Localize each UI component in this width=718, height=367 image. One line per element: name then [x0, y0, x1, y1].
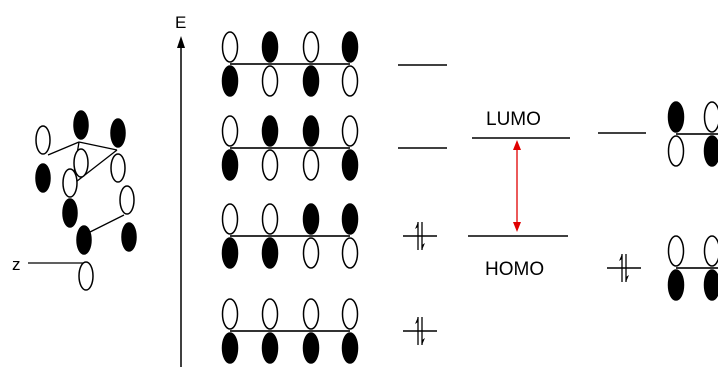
orbital-lobe-top — [341, 298, 359, 330]
gap-arrowhead-down — [513, 222, 521, 232]
spin-down-arrowhead — [626, 275, 629, 282]
butadiene-p-orbital-sketch — [28, 110, 137, 291]
sigma-bond — [78, 141, 118, 151]
p-orbital-lobe — [78, 261, 94, 291]
orbital-lobe-bottom — [341, 237, 359, 269]
orbital-lobe-top — [221, 115, 239, 147]
spin-up-arrowhead — [619, 254, 622, 261]
orbital-lobe-top — [302, 203, 320, 235]
orbital-lobe-bottom — [221, 237, 239, 269]
orbital-lobe-bottom — [221, 65, 239, 97]
orbital-lobe-bottom — [221, 332, 239, 364]
homo-lobe-top — [667, 235, 685, 267]
orbital-lobe-top — [261, 31, 279, 63]
electron-pair — [607, 254, 641, 282]
p-orbital-lobe — [73, 110, 89, 140]
orbital-lobe-top — [261, 115, 279, 147]
spin-up-arrowhead — [415, 222, 418, 229]
orbital-lobe-bottom — [261, 149, 279, 181]
lumo-lobe-bottom — [703, 135, 718, 167]
spin-up-arrowhead — [415, 317, 418, 324]
homo-lobe-top — [703, 235, 718, 267]
lumo-label: LUMO — [486, 109, 541, 130]
orbital-lobe-bottom — [341, 65, 359, 97]
homo-lobe-bottom — [703, 269, 718, 301]
energy-axis-arrowhead — [177, 36, 185, 48]
lumo-lobe-bottom — [667, 135, 685, 167]
p-orbital-lobe — [121, 222, 137, 252]
orbital-lobe-top — [261, 203, 279, 235]
energy-axis — [177, 36, 185, 367]
electron-pair — [403, 317, 437, 345]
homo-label: HOMO — [485, 259, 545, 280]
orbital-lobe-top — [302, 31, 320, 63]
energy-axis-label: E — [175, 13, 187, 32]
lumo-lobe-top — [703, 101, 718, 133]
orbital-lobe-top — [341, 203, 359, 235]
right-frontier-orbitals — [598, 101, 718, 301]
p-orbital-lobe — [62, 198, 78, 228]
sigma-bond — [47, 141, 80, 156]
orbital-lobe-top — [302, 298, 320, 330]
orbital-lobe-bottom — [302, 65, 320, 97]
frontier-levels — [468, 137, 570, 237]
orbital-lobe-top — [302, 115, 320, 147]
homo-lobe-bottom — [667, 269, 685, 301]
orbital-lobe-bottom — [341, 332, 359, 364]
p-orbital-lobe — [110, 153, 126, 183]
orbital-levels — [221, 31, 447, 364]
spin-down-arrowhead — [422, 338, 425, 345]
orbital-lobe-bottom — [302, 149, 320, 181]
orbital-lobe-bottom — [302, 332, 320, 364]
orbital-lobe-top — [221, 298, 239, 330]
orbital-level-3 — [221, 115, 447, 181]
orbital-lobe-bottom — [261, 237, 279, 269]
orbital-lobe-top — [341, 31, 359, 63]
orbital-level-1 — [221, 298, 437, 364]
orbital-lobe-top — [261, 298, 279, 330]
orbital-lobe-bottom — [341, 149, 359, 181]
p-orbital-lobe — [62, 168, 78, 198]
p-orbital-lobe — [73, 148, 89, 178]
spin-down-arrowhead — [422, 243, 425, 250]
p-orbital-lobe — [110, 118, 126, 148]
p-orbital-lobe — [35, 125, 51, 155]
gap-arrowhead-up — [513, 140, 521, 150]
orbital-lobe-bottom — [261, 332, 279, 364]
orbital-lobe-top — [221, 203, 239, 235]
orbital-level-2 — [221, 203, 437, 269]
orbital-lobe-bottom — [221, 149, 239, 181]
p-orbital-lobe — [35, 163, 51, 193]
electron-pair — [403, 222, 437, 250]
p-orbital-lobe — [76, 225, 92, 255]
lumo-lobe-top — [667, 101, 685, 133]
orbital-lobe-bottom — [302, 237, 320, 269]
orbital-lobe-top — [341, 115, 359, 147]
p-orbital-lobe — [119, 185, 135, 215]
orbital-lobe-bottom — [261, 65, 279, 97]
sigma-bond — [71, 149, 118, 186]
orbital-lobe-top — [221, 31, 239, 63]
z-axis-label: z — [12, 255, 21, 274]
orbital-level-4 — [221, 31, 447, 97]
